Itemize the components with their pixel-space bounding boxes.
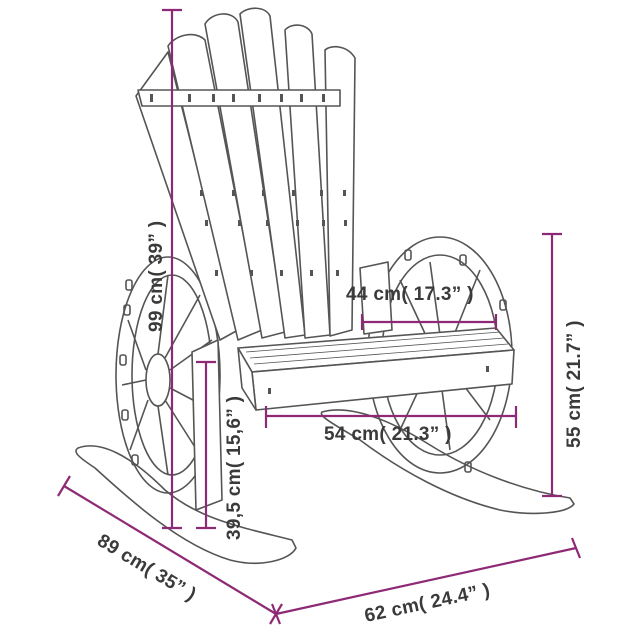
- total-width-line: [275, 546, 577, 616]
- seat-height-label: 39,5 cm( 15,6” ): [224, 396, 245, 540]
- slat-screws: [200, 190, 347, 276]
- seat-side: [237, 347, 257, 411]
- right-rocker: [320, 409, 575, 515]
- backrest-crossbar: [137, 89, 341, 107]
- total-depth-label: 89 cm( 35” ): [93, 530, 199, 605]
- backrest-slats: [135, 7, 356, 341]
- seat-depth-inner-label: 44 cm( 17.3” ): [346, 284, 474, 305]
- total-width-label: 62 cm( 24.4” ): [363, 580, 492, 627]
- left-wheel-outer: [115, 256, 221, 494]
- rocking-chair-illustration: [75, 7, 575, 564]
- seat-width-label: 54 cm( 21.3” ): [324, 424, 452, 445]
- armrest-height-label: 55 cm( 21.7” ): [564, 320, 585, 448]
- dimension-lines: [57, 8, 582, 625]
- total-height-label: 99 cm( 39” ): [146, 221, 167, 332]
- crossbar-screws: [150, 94, 325, 102]
- front-left-rocker: [75, 445, 297, 564]
- left-wheel-hub: [145, 353, 171, 407]
- right-armrest: [359, 261, 393, 335]
- total-depth-line: [63, 485, 277, 615]
